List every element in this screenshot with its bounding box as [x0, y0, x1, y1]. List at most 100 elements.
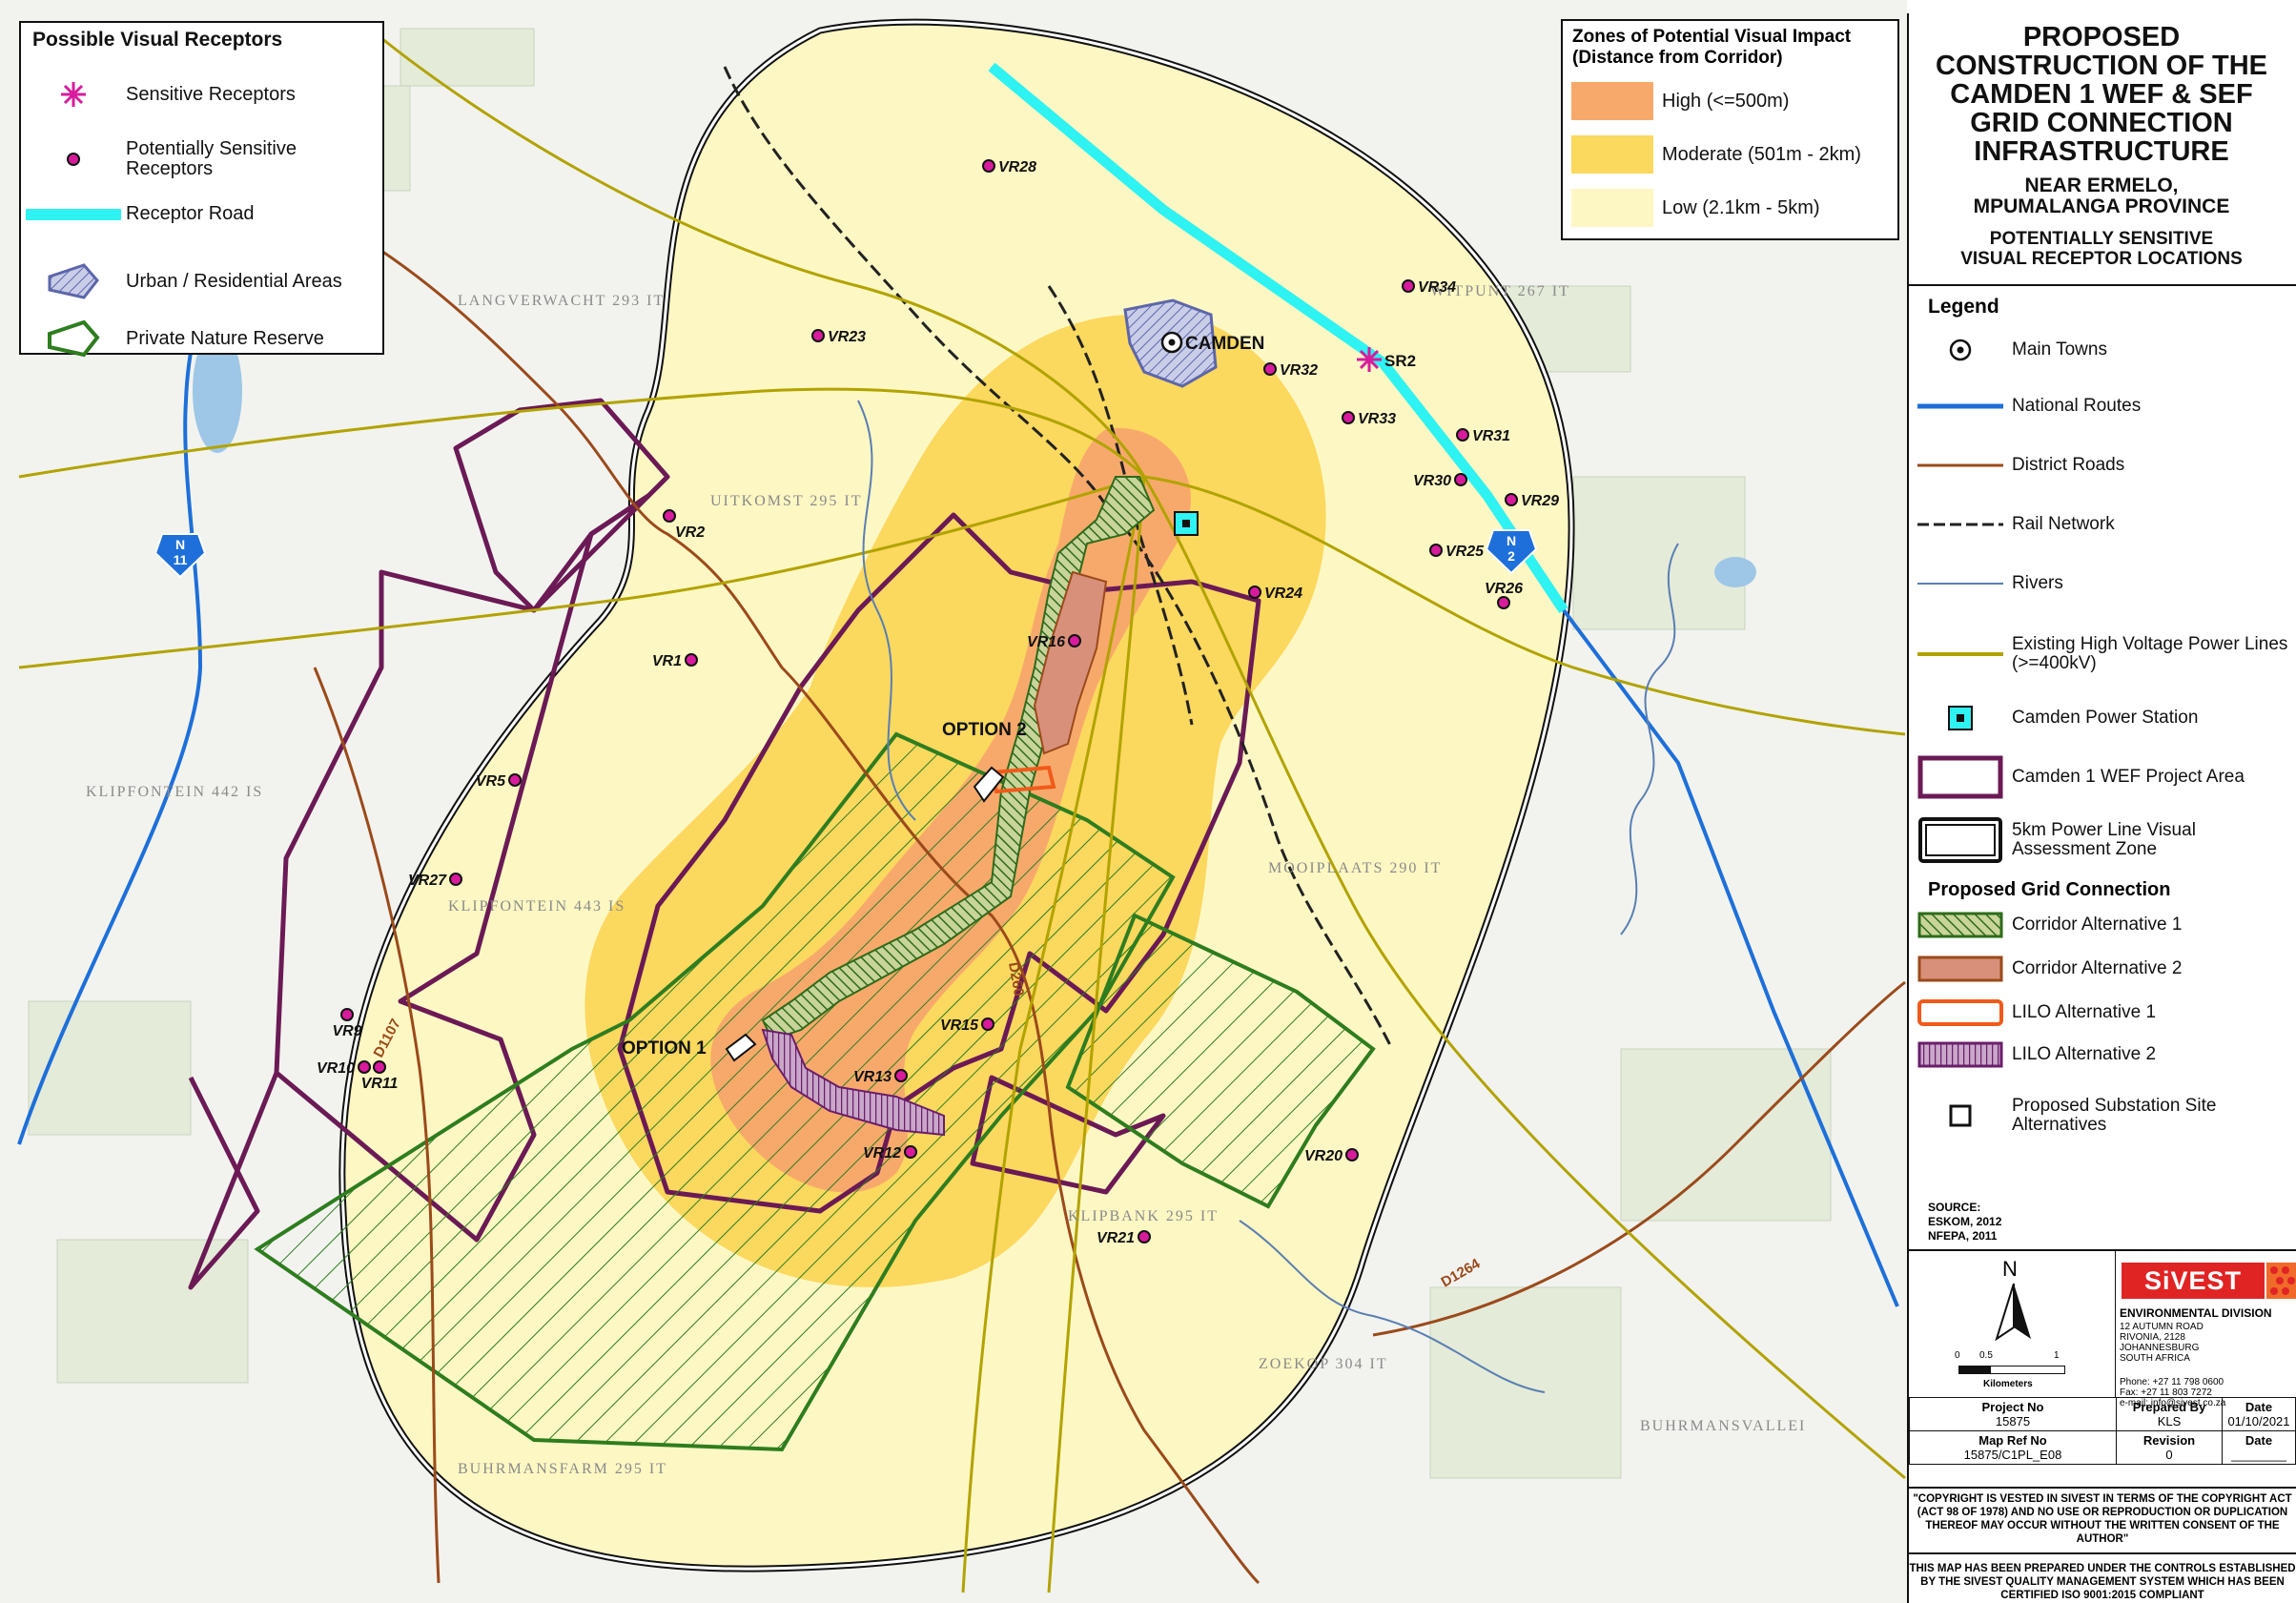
n2-route-shield: N 2	[1485, 529, 1538, 575]
receptor-vr23[interactable]: VR23	[811, 329, 866, 345]
zone-high: High (<=500m)	[1563, 82, 1897, 120]
receptor-vr2[interactable]: VR2	[663, 509, 705, 541]
river-icon	[1917, 583, 2003, 585]
zone-moderate: Moderate (501m - 2km)	[1563, 135, 1897, 174]
receptor-vr31[interactable]: VR31	[1456, 428, 1510, 444]
receptor-vr16[interactable]: VR16	[1027, 634, 1081, 650]
lilo-1-icon	[1917, 999, 2003, 1026]
title-panel: PROPOSED CONSTRUCTION OF THE CAMDEN 1 WE…	[1907, 13, 2296, 1603]
receptor-vr5[interactable]: VR5	[476, 773, 522, 790]
receptor-label: VR34	[1418, 279, 1456, 296]
legend-label: Rail Network	[2012, 514, 2115, 534]
company-division: ENVIRONMENTAL DIVISION	[2120, 1306, 2272, 1320]
divider	[1909, 1249, 2296, 1251]
receptor-vr30[interactable]: VR30	[1413, 473, 1467, 489]
road-label-d260: D260	[1005, 961, 1027, 997]
receptor-vr10[interactable]: VR10	[317, 1060, 371, 1077]
scale-tick: 0.5	[1979, 1350, 1993, 1361]
receptor-vr27[interactable]: VR27	[408, 873, 462, 889]
receptor-dot-icon	[1263, 362, 1277, 376]
receptor-vr28[interactable]: VR28	[982, 159, 1036, 175]
map-subject: POTENTIALLY SENSITIVE VISUAL RECEPTOR LO…	[1909, 229, 2294, 269]
n11-number: 11	[174, 552, 188, 567]
receptor-vr12[interactable]: VR12	[863, 1145, 917, 1161]
legend-label: 5km Power Line Visual Assessment Zone	[2012, 820, 2196, 859]
zone-label: High (<=500m)	[1662, 90, 1790, 112]
map-location: NEAR ERMELO, MPUMALANGA PROVINCE	[1909, 175, 2294, 217]
source-line: SOURCE:	[1928, 1201, 1981, 1214]
scale-tick: 1	[2054, 1350, 2060, 1361]
receptor-dot-icon	[1497, 596, 1510, 609]
receptor-vr33[interactable]: VR33	[1342, 411, 1396, 427]
legend-label: Existing High Voltage Power Lines (>=400…	[2012, 634, 2288, 673]
contact-line: Phone: +27 11 798 0600	[2120, 1377, 2224, 1387]
receptor-label: VR27	[408, 873, 447, 889]
receptor-label: VR1	[652, 653, 682, 669]
receptor-vr26[interactable]: VR26	[1485, 581, 1523, 609]
receptor-vr25[interactable]: VR25	[1429, 544, 1485, 560]
revision-value: 0	[2165, 1448, 2173, 1462]
address-line: RIVONIA, 2128	[2120, 1332, 2185, 1343]
receptor-vr13[interactable]: VR13	[853, 1069, 908, 1085]
rivers	[857, 400, 1679, 1393]
receptor-label: VR9	[332, 1023, 361, 1039]
receptor-vr24[interactable]: VR24	[1248, 586, 1302, 602]
legend-label: LILO Alternative 2	[2012, 1044, 2157, 1064]
receptor-label: VR11	[361, 1076, 399, 1092]
contact-line: Fax: +27 11 803 7272	[2120, 1387, 2212, 1398]
receptor-vr15[interactable]: VR15	[940, 1017, 994, 1034]
receptor-vr29[interactable]: VR29	[1505, 493, 1559, 509]
receptor-vr32[interactable]: VR32	[1263, 362, 1318, 379]
sr2-label: SR2	[1384, 352, 1416, 370]
prepared-by-value: KLS	[2157, 1414, 2182, 1428]
zones-legend-title: Zones of Potential Visual Impact	[1572, 27, 1852, 47]
receptor-dot-icon	[1429, 544, 1443, 557]
receptor-dot-icon	[1345, 1148, 1359, 1161]
legend-label: Sensitive Receptors	[126, 83, 296, 105]
map-source: SOURCE: ESKOM, 2012 NFEPA, 2011	[1928, 1201, 2001, 1243]
receptor-vr9[interactable]: VR9	[332, 1008, 362, 1039]
legend-lilo-1: LILO Alternative 1	[1909, 999, 2296, 1026]
zone-label: Moderate (501m - 2km)	[1662, 143, 1861, 165]
lilo-alternative-2	[761, 1028, 945, 1137]
substation-site-alternatives	[725, 766, 1005, 1062]
legend-nature-reserve: Private Nature Reserve	[21, 319, 382, 359]
legend-label: Main Towns	[2012, 339, 2107, 360]
legend-wef-project-area: Camden 1 WEF Project Area	[1909, 755, 2296, 799]
national-route-icon	[1917, 403, 2003, 409]
receptor-vr21[interactable]: VR21	[1097, 1230, 1151, 1246]
cyan-road-icon	[26, 208, 121, 220]
copyright-notice: "COPYRIGHT IS VESTED IN SIVEST IN TERMS …	[1909, 1487, 2296, 1546]
receptor-label: VR23	[828, 329, 866, 345]
farm-label-buhrmansfarm: BUHRMANSFARM 295 IT	[458, 1461, 667, 1477]
receptor-dot-icon	[1454, 473, 1467, 486]
receptor-vr34[interactable]: VR34	[1402, 279, 1456, 296]
district-road-icon	[1917, 463, 2003, 467]
divider	[1909, 284, 2296, 286]
title-line: INFRASTRUCTURE	[1974, 136, 2229, 167]
legend-label: LILO Alternative 1	[2012, 1002, 2157, 1022]
grid-connection-title: Proposed Grid Connection	[1928, 879, 2171, 900]
farm-label-klipbank: KLIPBANK 295 IT	[1068, 1208, 1219, 1224]
receptor-dot-icon	[904, 1145, 917, 1159]
sensitive-receptor-sr2[interactable]: SR2	[1357, 347, 1416, 372]
receptor-dot-icon	[358, 1060, 371, 1074]
zone-moderate-swatch	[1571, 135, 1653, 174]
main-town-icon	[1949, 339, 1972, 361]
receptor-vr11[interactable]: VR11	[361, 1060, 399, 1092]
receptor-dot-icon	[981, 1017, 994, 1031]
receptor-vr20[interactable]: VR20	[1304, 1148, 1359, 1164]
legend-title: Legend	[1928, 296, 1999, 318]
legend-national-routes: National Routes	[1909, 397, 2296, 416]
receptor-dot-icon	[1068, 634, 1081, 647]
legend-label: Corridor Alternative 2	[2012, 958, 2183, 978]
receptor-dot-icon	[894, 1069, 908, 1082]
receptor-vr1[interactable]: VR1	[652, 653, 698, 669]
company-logo: SiVEST	[2122, 1263, 2265, 1299]
legend-rail-network: Rail Network	[1909, 515, 2296, 534]
receptors-legend-title: Possible Visual Receptors	[32, 29, 283, 51]
legend-label: Corridor Alternative 1	[2012, 915, 2183, 935]
legend-lilo-2: LILO Alternative 2	[1909, 1041, 2296, 1068]
legend-label: Proposed Substation Site Alternatives	[2012, 1096, 2217, 1135]
corridor-1-icon	[1917, 912, 2003, 938]
